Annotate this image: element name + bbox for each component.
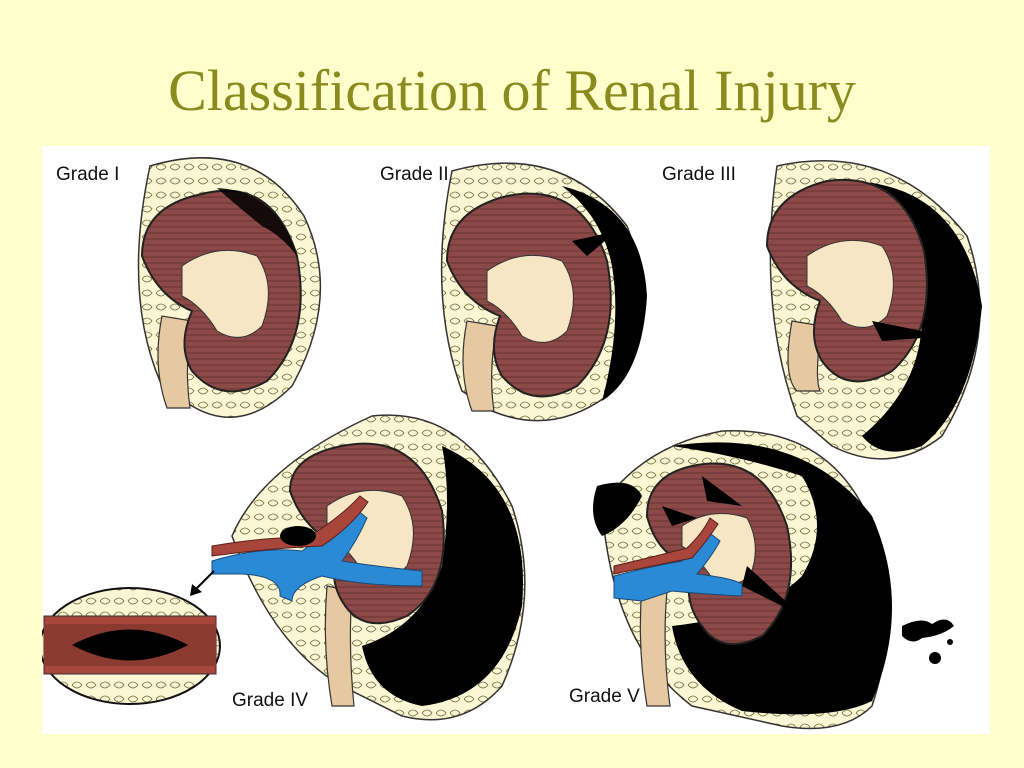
grade-v-illustration: Grade V: [569, 430, 954, 730]
grade-i-label: Grade I: [56, 164, 119, 185]
ureter: [639, 585, 671, 707]
extravasation-splash: [902, 619, 954, 642]
grade-v-label: Grade V: [569, 686, 640, 707]
grade-iv-illustration: Grade IV: [42, 414, 526, 721]
vessel-injury-inset: [42, 587, 221, 705]
ureter: [324, 585, 355, 707]
avulsed-artery: [613, 517, 719, 575]
renal-injury-illustration: Grade I Grade II Grade III: [42, 146, 990, 734]
collecting-system: [806, 239, 894, 328]
avulsed-vein: [613, 530, 743, 602]
perirenal-hematoma: [672, 442, 892, 715]
grade-iii-label: Grade III: [662, 164, 736, 185]
callout-arrow: [193, 570, 215, 592]
ureter: [462, 320, 498, 412]
cortical-laceration: [572, 231, 617, 256]
hilar-hematoma: [280, 526, 316, 546]
extravasation-drop: [947, 639, 953, 645]
perirenal-hematoma: [362, 446, 523, 706]
grade-iii-illustration: Grade III: [662, 160, 982, 460]
deep-laceration: [872, 321, 947, 341]
slide-title: Classification of Renal Injury: [168, 58, 856, 123]
grade-ii-illustration: Grade II: [380, 162, 647, 422]
perirenal-hematoma: [562, 186, 647, 401]
perirenal-hematoma: [852, 181, 982, 452]
extravasation-drop: [929, 652, 941, 664]
subcapsular-hematoma: [217, 188, 297, 256]
collecting-system: [181, 249, 269, 338]
grade-i-illustration: Grade I: [56, 157, 322, 418]
grade-ii-label: Grade II: [380, 164, 449, 185]
renal-vein: [211, 505, 423, 602]
callout-arrowhead: [190, 584, 202, 596]
collecting-system: [486, 254, 574, 343]
grade-iv-label: Grade IV: [232, 690, 308, 711]
hilar-hematoma: [593, 482, 642, 536]
laceration-fragments: [662, 476, 802, 616]
renal-injury-diagram: Grade I Grade II Grade III: [42, 157, 982, 730]
